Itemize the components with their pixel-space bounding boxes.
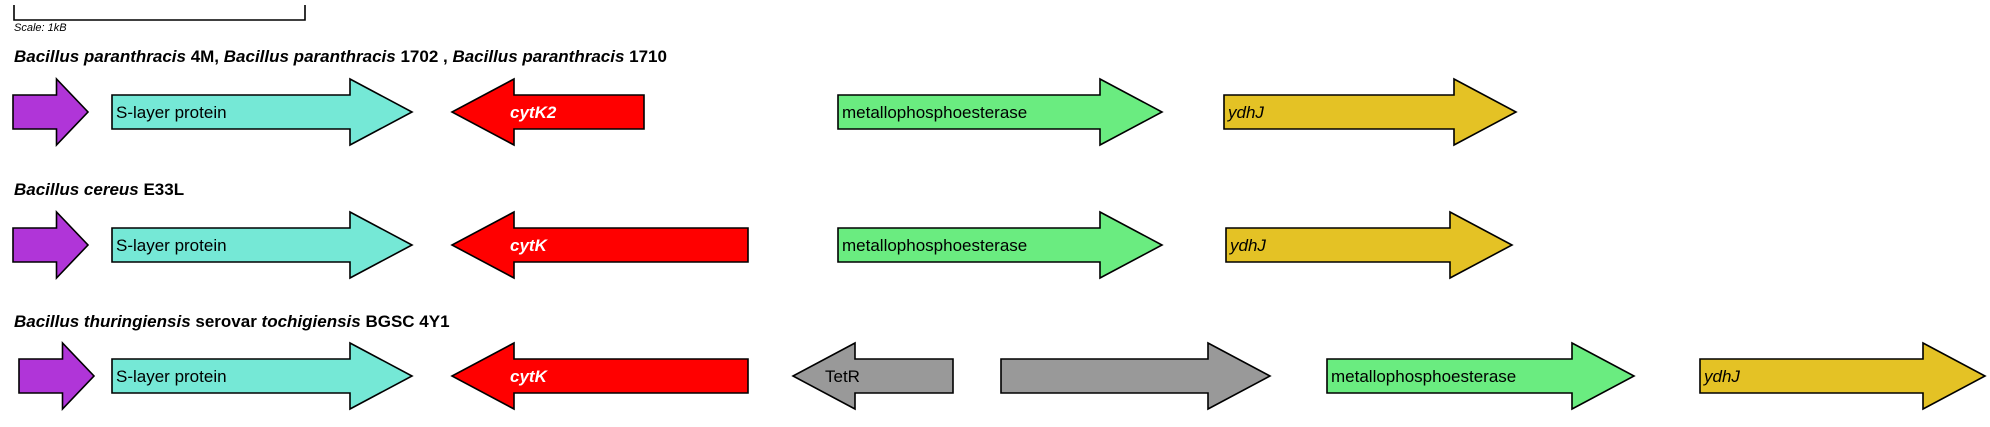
gene-label: metallophosphoesterase <box>1331 367 1516 386</box>
gene-arrow-ydhj: ydhJ <box>1225 210 1514 280</box>
gene-label: S-layer protein <box>116 367 227 386</box>
gene-label: cytK <box>510 367 549 386</box>
gene-arrow-unlabeled <box>1000 341 1272 411</box>
gene-arrow-s-layer-protein: S-layer protein <box>111 341 414 411</box>
gene-label: S-layer protein <box>116 236 227 255</box>
track-title-part: 4M, <box>186 47 224 66</box>
gene-arrow-cytk: cytK <box>450 341 749 411</box>
track-title: Bacillus paranthracis 4M, Bacillus paran… <box>14 47 667 66</box>
tracks: Bacillus paranthracis 4M, Bacillus paran… <box>12 47 1987 411</box>
track-3: Bacillus thuringiensis serovar tochigien… <box>14 312 1987 411</box>
gene-label: ydhJ <box>1229 236 1266 255</box>
scale-label: Scale: 1kB <box>14 22 67 34</box>
gene-arrow-shape <box>450 210 749 280</box>
track-2: Bacillus cereus E33L S-layer protein cytK m… <box>12 180 1514 280</box>
scale-bar-line <box>13 5 306 21</box>
scale-bar: Scale: 1kB <box>13 5 306 34</box>
gene-arrow-shape <box>1000 341 1272 411</box>
gene-arrow-metallophosphoesterase: metallophosphoesterase <box>1326 341 1636 411</box>
gene-arrow-unlabeled <box>12 210 90 280</box>
gene-label: ydhJ <box>1703 367 1740 386</box>
track-title: Bacillus thuringiensis serovar tochigien… <box>14 312 450 331</box>
gene-arrow-shape <box>837 77 1164 147</box>
gene-label: cytK2 <box>510 103 557 122</box>
gene-arrow-shape <box>450 77 645 147</box>
track-1: Bacillus paranthracis 4M, Bacillus paran… <box>12 47 1518 147</box>
gene-arrow-shape <box>1225 210 1514 280</box>
gene-arrow-ydhj: ydhJ <box>1699 341 1987 411</box>
gene-label: S-layer protein <box>116 103 227 122</box>
track-title-part: E33L <box>139 180 184 199</box>
gene-arrow-shape <box>450 341 749 411</box>
gene-arrow-shape <box>111 77 414 147</box>
gene-label: TetR <box>825 367 860 386</box>
gene-arrow-shape <box>12 210 90 280</box>
gene-label: metallophosphoesterase <box>842 236 1027 255</box>
gene-arrow-ydhj: ydhJ <box>1223 77 1518 147</box>
track-title-part: Bacillus paranthracis <box>14 47 186 66</box>
gene-arrow-shape <box>111 341 414 411</box>
gene-arrow-tetr: TetR <box>791 341 954 411</box>
gene-arrow-unlabeled <box>12 77 90 147</box>
track-title-part: BGSC 4Y1 <box>361 312 450 331</box>
track-title-part: 1702 , <box>396 47 453 66</box>
gene-arrow-shape <box>791 341 954 411</box>
gene-label: metallophosphoesterase <box>842 103 1027 122</box>
gene-arrow-s-layer-protein: S-layer protein <box>111 210 414 280</box>
gene-arrow-unlabeled <box>18 341 96 411</box>
gene-arrow-cytk: cytK <box>450 210 749 280</box>
gene-arrow-shape <box>1223 77 1518 147</box>
gene-label: ydhJ <box>1227 103 1264 122</box>
gene-arrow-cytk2: cytK2 <box>450 77 645 147</box>
gene-arrow-s-layer-protein: S-layer protein <box>111 77 414 147</box>
gene-arrow-shape <box>1699 341 1987 411</box>
track-title-part: Bacillus cereus <box>14 180 139 199</box>
track-title-part: Bacillus paranthracis <box>224 47 396 66</box>
track-title-part: Bacillus thuringiensis <box>14 312 191 331</box>
track-title-part: serovar <box>191 312 262 331</box>
track-title-part: Bacillus paranthracis <box>452 47 624 66</box>
gene-label: cytK <box>510 236 549 255</box>
track-title-part: tochigiensis <box>262 312 361 331</box>
gene-arrow-shape <box>111 210 414 280</box>
gene-arrow-metallophosphoesterase: metallophosphoesterase <box>837 77 1164 147</box>
gene-arrow-shape <box>12 77 90 147</box>
track-title: Bacillus cereus E33L <box>14 180 184 199</box>
gene-arrow-metallophosphoesterase: metallophosphoesterase <box>837 210 1164 280</box>
gene-arrow-shape <box>837 210 1164 280</box>
gene-arrow-shape <box>18 341 96 411</box>
gene-arrow-shape <box>1326 341 1636 411</box>
track-title-part: 1710 <box>624 47 667 66</box>
